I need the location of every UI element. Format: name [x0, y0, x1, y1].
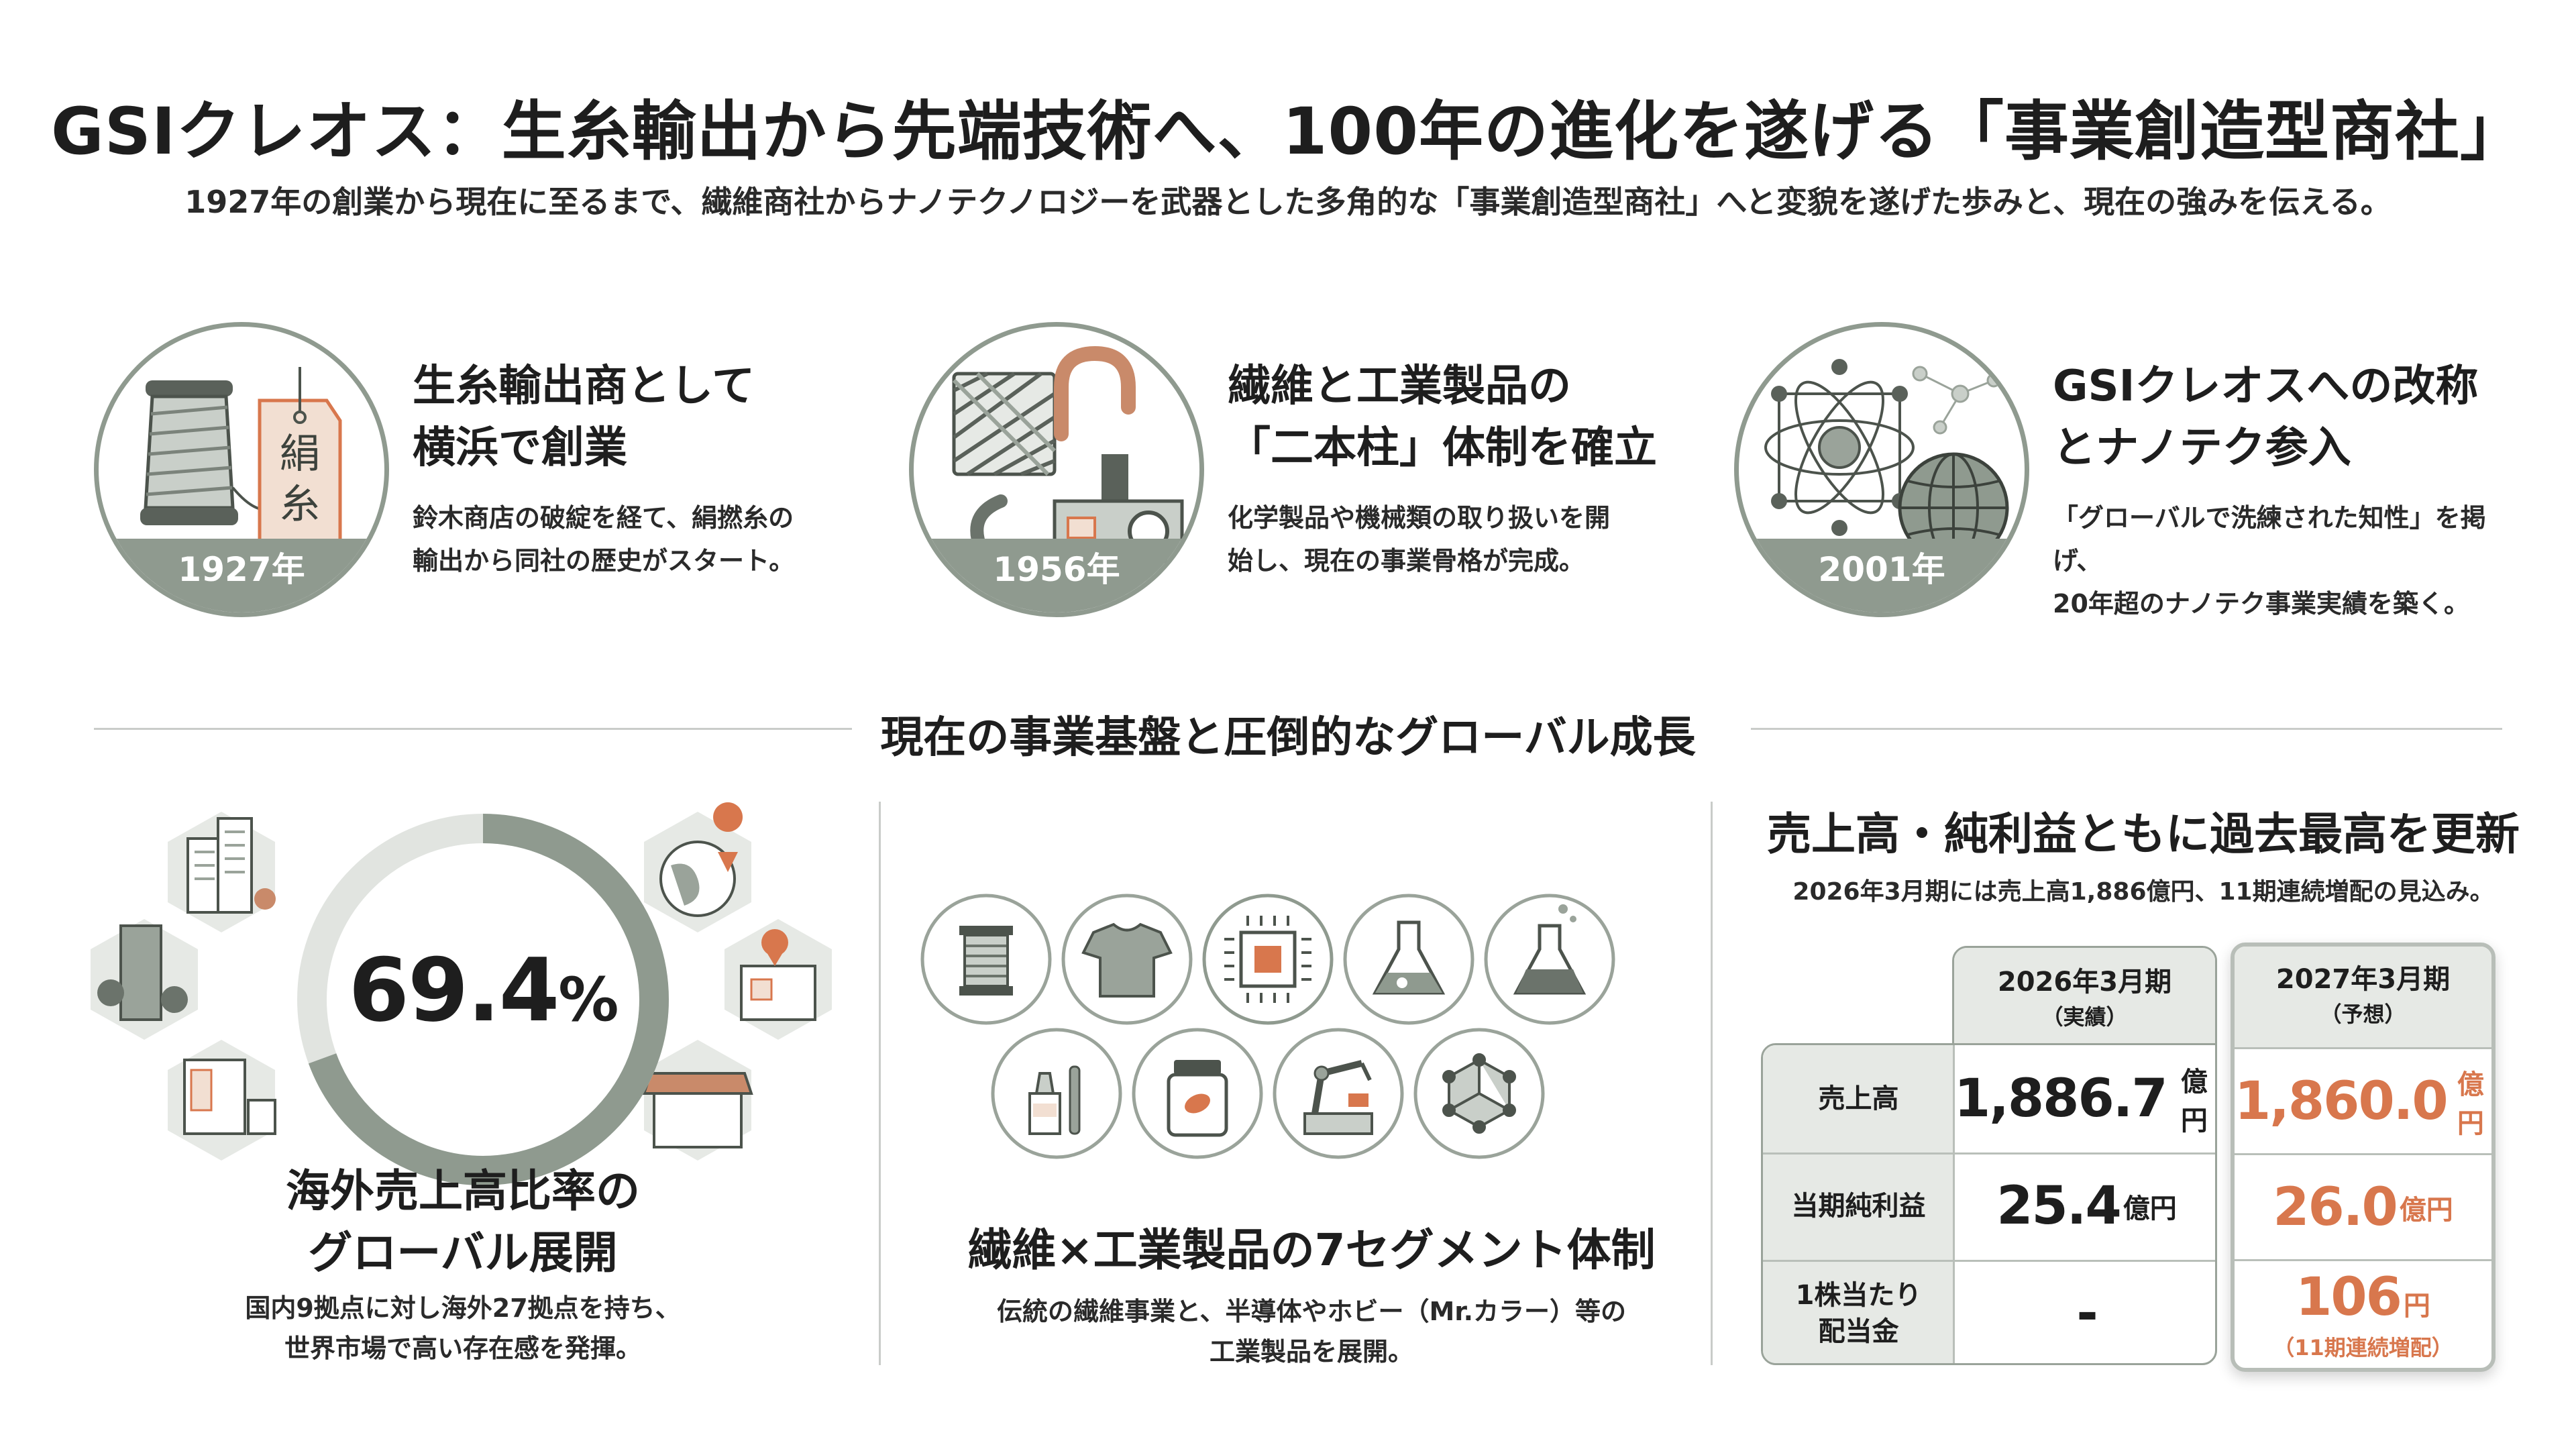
segments-title: 繊維×工業製品の7セグメント体制 [967, 1224, 1656, 1276]
shop-location-icon [724, 919, 832, 1040]
column-divider [1711, 802, 1713, 1365]
row-label-profit: 当期純利益 [1763, 1152, 1954, 1260]
section-title: 現在の事業基盤と圧倒的なグローバル成長 [880, 713, 1696, 763]
paint-bottle-icon [1028, 1065, 1081, 1135]
col-divider [1953, 1045, 1955, 1363]
overseas-title: 海外売上高比率の グローバル展開 [286, 1165, 640, 1279]
unit: 億円 [2123, 1193, 2177, 1224]
milestone-circle: 1956年 [909, 322, 1204, 617]
overseas-ratio-donut [297, 814, 669, 1185]
tshirt-icon [1081, 922, 1173, 998]
value: 106 [2296, 1267, 2402, 1328]
robot-arm-icon [1303, 1060, 1373, 1135]
row-label-sales: 売上高 [1763, 1045, 1954, 1152]
store-front-icon [642, 1040, 753, 1161]
segment-icons-chain [920, 894, 1615, 1159]
milestone-desc: 鈴木商店の破綻を経て、絹撚糸の 輸出から同社の歴史がスタート。 [413, 503, 795, 576]
thread-spool-icon [959, 926, 1013, 996]
value: 1,886.7 [1954, 1069, 2168, 1129]
unit: 億円 [2180, 1067, 2208, 1136]
unit: 億円 [2457, 1069, 2484, 1139]
global-hexagon-icons [91, 802, 832, 1161]
year-badge: 1956年 [914, 539, 1199, 612]
ratio-unit: % [558, 965, 619, 1035]
col-header-2026: 2026年3月期 （実績） [1952, 946, 2217, 1053]
value: 1,860.0 [2235, 1071, 2449, 1132]
page-subtitle: 1927年の創業から現在に至るまで、繊維商社からナノテクノロジーを武器とした多角… [184, 184, 2392, 220]
office-block-icon [168, 1040, 276, 1161]
section-divider-right [1751, 728, 2502, 730]
tag-text-1: 絹 [280, 431, 320, 478]
tag-text-2: 糸 [280, 481, 320, 528]
section-divider-left [94, 728, 852, 730]
silk-spool-icon: 絹 糸 [140, 367, 342, 543]
milestone-title: 繊維と工業製品の 「二本柱」体制を確立 [1228, 362, 1657, 473]
office-buildings-icon [168, 812, 276, 932]
globe-pin-icon [644, 802, 751, 932]
donut-arc [297, 814, 669, 1185]
overseas-ratio-value: 69.4% [282, 939, 684, 1041]
milestone-circle: 2001年 [1734, 322, 2029, 617]
chip-icon [1224, 916, 1311, 1003]
row-divider [1763, 1260, 2215, 1262]
financials-title: 売上高・純利益ともに過去最高を更新 [1767, 808, 2520, 860]
milestone-desc: 化学製品や機械類の取り扱いを開 始し、現在の事業骨格が完成。 [1228, 503, 1611, 576]
molecule-icon [1442, 1053, 1516, 1134]
col-header-cell: 2027年3月期 （予想） [2235, 947, 2491, 1047]
value: 26.0 [2273, 1177, 2398, 1238]
financials-subtitle: 2026年3月期には売上高1,886億円、11期連続増配の見込み。 [1792, 878, 2494, 906]
milestone-title: GSIクレオスへの改称 とナノテク参入 [2053, 362, 2479, 473]
unit: 円 [2403, 1290, 2430, 1322]
city-trees-icon [91, 919, 198, 1040]
value: 25.4 [1996, 1176, 2121, 1236]
column-divider [879, 802, 881, 1365]
col-header-sub: （予想） [2320, 1002, 2406, 1027]
dividend-2026: - [1954, 1260, 2215, 1363]
ratio-number: 69.4 [348, 939, 560, 1041]
milestone-2001: 2001年 GSIクレオスへの改称 とナノテク参入 「グローバルで洗練された知性… [1734, 315, 2506, 631]
col-header-label: 2026年3月期 [1997, 967, 2172, 998]
milestone-title: 生糸輸出商として 横浜で創業 [413, 362, 755, 473]
col-header-cell: 2026年3月期 （実績） [1954, 948, 2215, 1051]
col-header-sub: （実績） [2041, 1004, 2128, 1030]
segments-desc: 伝統の繊維事業と、半導体やホビー（Mr.カラー）等の 工業製品を展開。 [996, 1297, 1627, 1366]
year-badge: 2001年 [1739, 539, 2025, 612]
row-divider [2235, 1153, 2491, 1155]
unit: 億円 [2399, 1194, 2453, 1226]
overseas-desc: 国内9拠点に対し海外27拠点を持ち、 世界市場で高い存在感を発揮。 [245, 1293, 681, 1363]
milestone-desc: 「グローバルで洗練された知性」を掲げ、 20年超のナノテク事業実績を築く。 [2053, 503, 2486, 619]
page-title: GSIクレオス：生糸輸出から先端技術へ、100年の進化を遂げる「事業創造型商社」 [50, 94, 2526, 169]
flask-icon [1372, 920, 1446, 995]
beaker-icon [1513, 904, 1587, 995]
col-header-label: 2027年3月期 [2275, 964, 2451, 995]
year-badge: 1927年 [99, 539, 384, 612]
row-divider [2235, 1047, 2491, 1049]
milestone-1956: 1956年 繊維と工業製品の 「二本柱」体制を確立 化学製品や機械類の取り扱いを… [909, 315, 1680, 631]
milestone-1927: 絹 糸 1927年 生糸輸出商として 横浜で創業 鈴木商店の破綻を経て、絹撚糸の… [94, 315, 865, 631]
jar-icon [1167, 1060, 1228, 1137]
dividend-note: （11期連続増配） [2273, 1334, 2453, 1360]
value: - [2076, 1283, 2098, 1344]
row-divider [1763, 1152, 2215, 1155]
milestone-circle: 絹 糸 1927年 [94, 322, 389, 617]
nano-network-globe-icon [1764, 359, 2009, 564]
row-divider [2235, 1259, 2491, 1261]
row-label-dividend: 1株当たり 配当金 [1763, 1260, 1954, 1363]
